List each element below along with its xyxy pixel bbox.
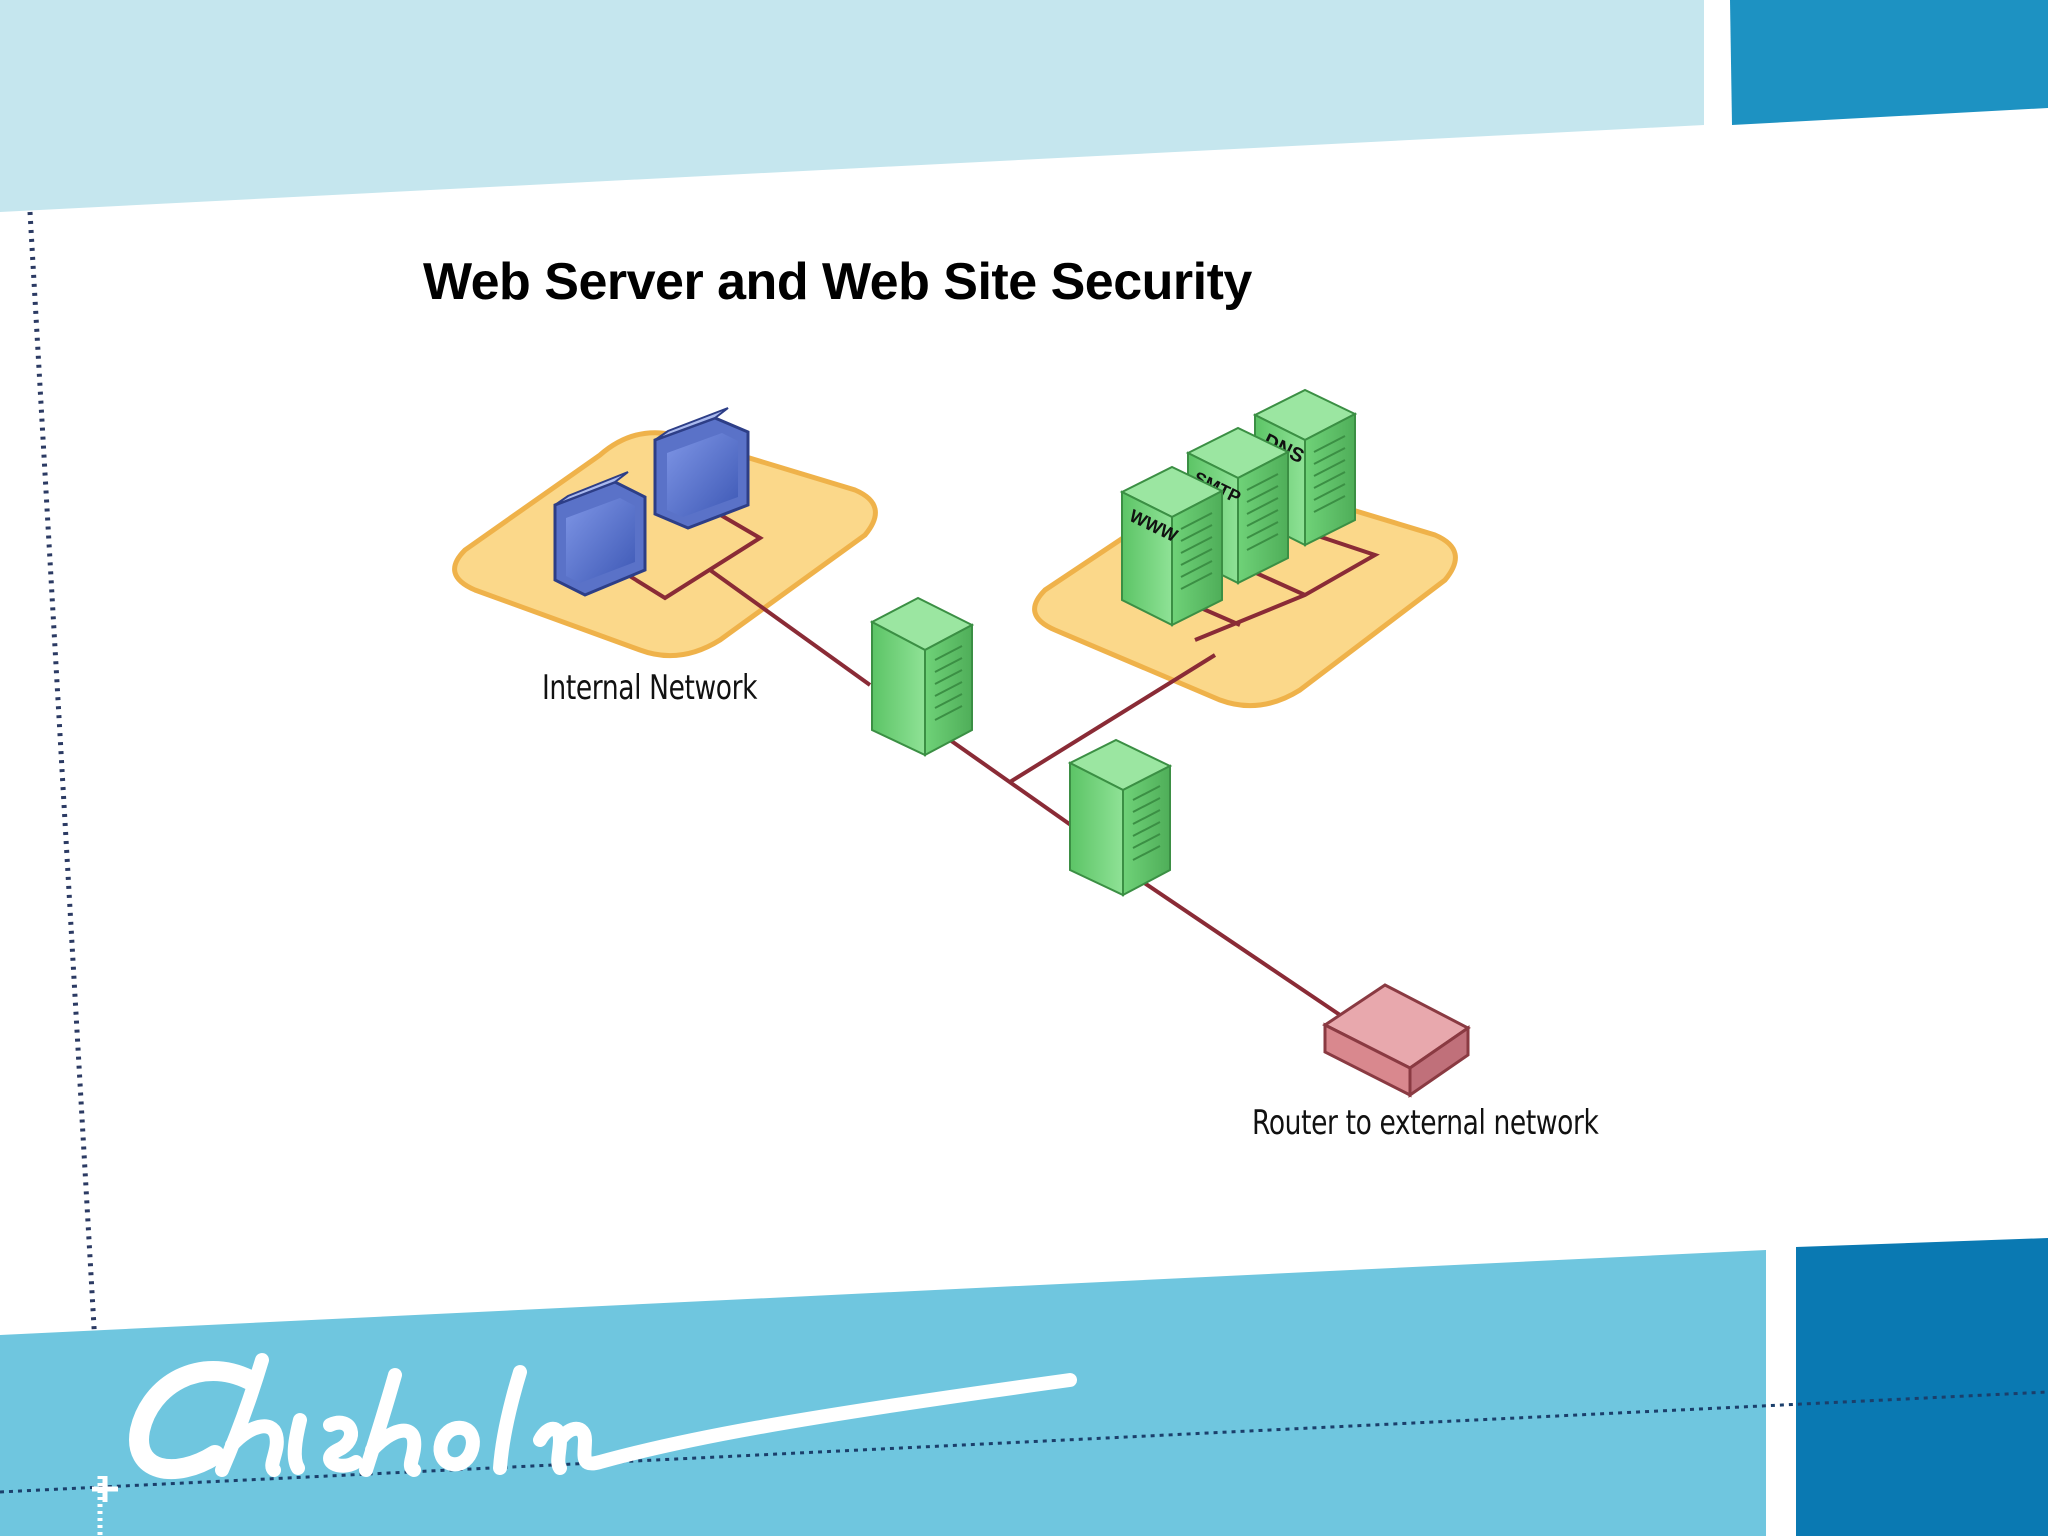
plus-icon bbox=[92, 1476, 118, 1502]
header-bands bbox=[0, 0, 2048, 212]
router-icon bbox=[1322, 983, 1471, 1098]
firewall-server-icon bbox=[1067, 738, 1173, 897]
internal-network-label: Internal Network bbox=[542, 668, 758, 708]
workstation-icon bbox=[653, 407, 750, 530]
router-label: Router to external network bbox=[1252, 1103, 1599, 1143]
workstation-icon bbox=[553, 471, 647, 597]
internal-network-zone bbox=[452, 430, 878, 659]
chisholm-logo bbox=[129, 1353, 1077, 1479]
firewall-server-icon bbox=[869, 596, 975, 757]
www-server-icon: WWW bbox=[1119, 465, 1225, 627]
page-title: Web Server and Web Site Security bbox=[423, 253, 1252, 311]
